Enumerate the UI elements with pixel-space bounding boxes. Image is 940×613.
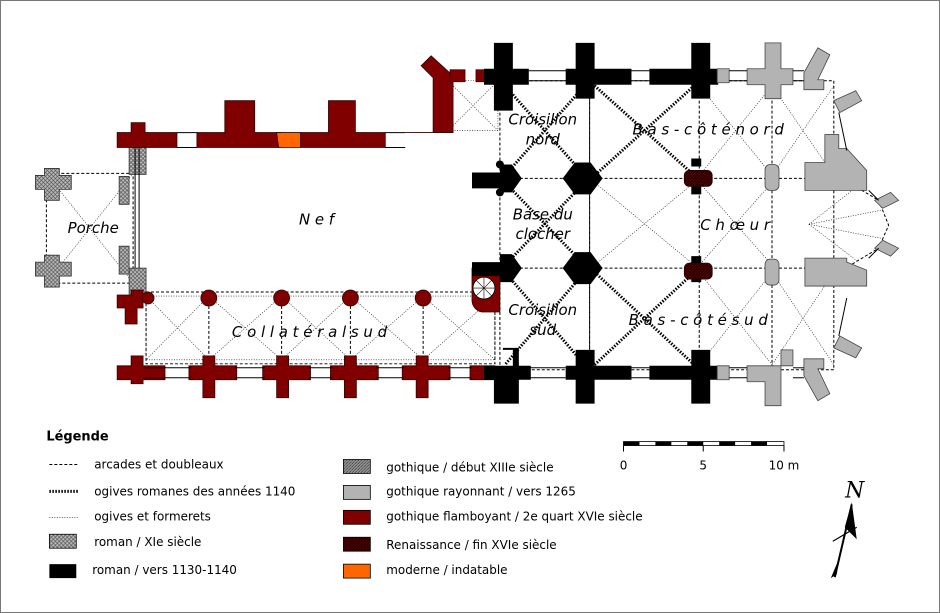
legend-label-flamboyant: gothique flamboyant / 2e quart XVIe sièc… (386, 509, 642, 523)
legend-swatch-gothique-xiiie (343, 459, 371, 474)
label-bas-cote-nord: B a s - c ô t é n o r d (633, 121, 785, 139)
legend-label-roman-xie: roman / XIe siècle (94, 535, 201, 549)
label-base-clocher-2: clocher (516, 225, 571, 243)
legend-swatch-rayonnant (343, 485, 371, 500)
label-bas-cote-sud: B a s - c ô t é s u d (629, 311, 769, 329)
legend-label-arcades: arcades et doubleaux (94, 457, 223, 471)
label-croisillon-sud-2: sud (529, 321, 556, 339)
legend-label-gothique-xiiie: gothique / début XIIIe siècle (386, 460, 553, 474)
scale-bar: 0 5 10 m (620, 441, 800, 472)
north-arrow: N (830, 478, 865, 579)
scale-tick-5: 5 (699, 458, 707, 472)
walls-flamboyant (116, 55, 501, 399)
scale-tick-10: 10 m (769, 458, 800, 472)
label-choeur: C h œ u r (700, 216, 771, 234)
piers-renaissance (683, 170, 713, 280)
label-croisillon-nord-1: Croisillon (508, 111, 577, 129)
walls-roman-1130 (471, 42, 719, 404)
room-labels: Porche N e f C o l l a t é r a l s u d C… (68, 111, 785, 341)
walls-moderne (276, 132, 301, 148)
legend-label-renaissance: Renaissance / fin XVIe siècle (386, 538, 556, 552)
label-base-clocher-1: Base du (513, 205, 573, 223)
legend-swatch-renaissance (343, 536, 371, 552)
label-collateral-sud: C o l l a t é r a l s u d (232, 323, 388, 341)
legend-label-moderne: moderne / indatable (386, 563, 507, 577)
outer-wall-lines (134, 70, 880, 379)
label-croisillon-sud-1: Croisillon (508, 301, 577, 319)
legend-label-ogives-formerets: ogives et formerets (94, 509, 211, 523)
scale-tick-0: 0 (620, 458, 628, 472)
legend-title: Légende (46, 430, 109, 445)
label-nef: N e f (299, 210, 337, 228)
legend-swatch-flamboyant (343, 509, 371, 525)
legend: Légende arcades et doubleaux ogives roma… (46, 430, 643, 579)
legend-label-ogives-romanes: ogives romanes des années 1140 (94, 484, 295, 498)
walls-roman-xie (35, 147, 147, 296)
label-croisillon-nord-2: nord (526, 131, 561, 149)
legend-swatch-roman-1130 (49, 564, 77, 579)
north-letter: N (844, 478, 865, 503)
walls-rayonnant (716, 42, 900, 407)
legend-label-rayonnant: gothique rayonnant / vers 1265 (386, 484, 576, 498)
legend-label-roman-1130: roman / vers 1130-1140 (92, 563, 237, 577)
legend-swatch-roman-xie (48, 533, 77, 549)
label-porche: Porche (68, 219, 119, 237)
legend-swatch-moderne (343, 563, 371, 579)
